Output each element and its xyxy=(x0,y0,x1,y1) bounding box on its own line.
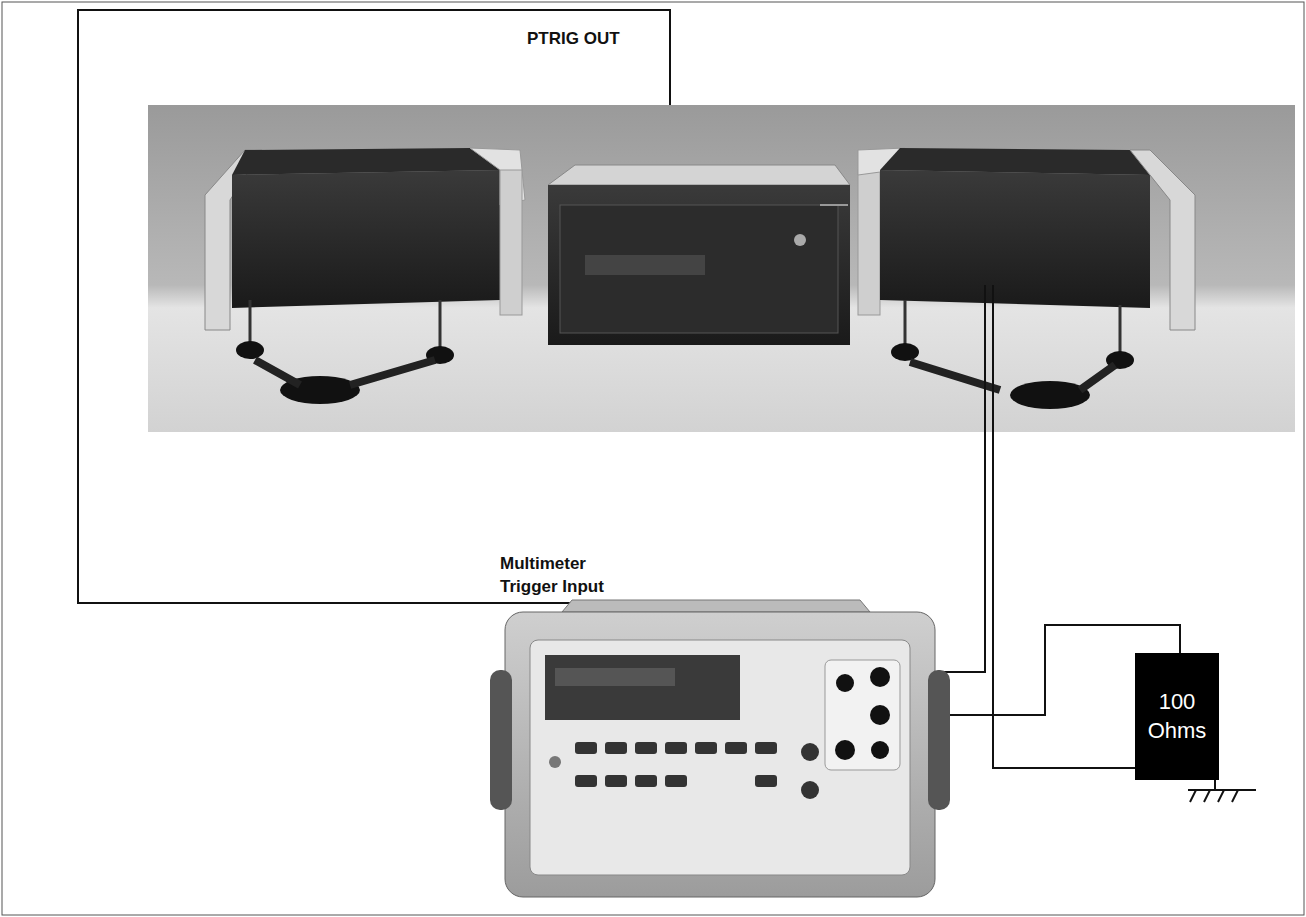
base xyxy=(910,362,1115,390)
bracket xyxy=(500,170,522,315)
foot-knob xyxy=(236,341,264,359)
bracket xyxy=(858,170,880,315)
illustration-part xyxy=(1232,790,1238,802)
display-digits xyxy=(555,668,675,686)
photo-ground xyxy=(148,105,1295,432)
meter-handle xyxy=(562,600,870,612)
housing xyxy=(232,170,500,308)
illustration-part xyxy=(575,775,597,787)
ground-symbol xyxy=(1188,790,1256,802)
cable xyxy=(820,204,848,206)
illustration-part xyxy=(1218,790,1224,802)
illustration-part xyxy=(870,667,890,687)
illustration-part xyxy=(801,743,819,761)
display xyxy=(585,255,705,275)
leg xyxy=(249,300,252,345)
illustration-part xyxy=(1204,790,1210,802)
housing-top xyxy=(232,148,500,175)
ground-wire xyxy=(1214,780,1216,790)
case-front xyxy=(548,185,850,345)
illustration-part xyxy=(635,742,657,754)
case-top xyxy=(548,165,850,185)
front-panel xyxy=(560,205,838,333)
bracket xyxy=(1130,150,1195,330)
meter-bumper xyxy=(928,670,950,810)
meter-bumper xyxy=(490,670,512,810)
meter-display xyxy=(545,655,740,720)
foot-knob xyxy=(891,343,919,361)
illustration-part xyxy=(695,742,717,754)
illustration-part xyxy=(725,742,747,754)
meter-front xyxy=(530,640,910,875)
leg xyxy=(1119,305,1122,355)
resistor-box: 100 Ohms xyxy=(1135,653,1219,780)
signal-label: PTRIG OUT xyxy=(527,28,687,51)
lamp-head xyxy=(858,148,1195,409)
illustration-part xyxy=(605,742,627,754)
meter-body xyxy=(505,612,935,897)
illustration-part xyxy=(835,740,855,760)
illustration-part xyxy=(870,705,890,725)
input-jacks xyxy=(835,667,890,760)
illustration-part xyxy=(1188,789,1256,791)
instrument-photo xyxy=(148,105,1295,432)
leg xyxy=(904,300,907,345)
lamp-head xyxy=(205,148,525,404)
illustration-part xyxy=(755,742,777,754)
controller-box xyxy=(548,165,850,345)
housing xyxy=(880,170,1150,308)
node-text: 100 Ohms xyxy=(1141,688,1213,745)
multimeter xyxy=(490,600,950,897)
illustration-part xyxy=(575,742,597,754)
illustration-part xyxy=(836,674,854,692)
illustration-part xyxy=(801,781,819,799)
illustration-part xyxy=(665,775,687,787)
illustration-part xyxy=(665,742,687,754)
signal-label: Multimeter Trigger Input xyxy=(500,553,628,599)
illustration-part xyxy=(605,775,627,787)
illustration-part xyxy=(1190,790,1196,802)
leg xyxy=(439,300,442,350)
connector xyxy=(794,234,806,246)
illustration-part xyxy=(635,775,657,787)
terminal-panel xyxy=(825,660,900,770)
illustration-part xyxy=(549,756,561,768)
housing-top xyxy=(880,148,1150,175)
illustration-part xyxy=(871,741,889,759)
foot-knob xyxy=(1010,381,1090,409)
illustration-part xyxy=(755,775,777,787)
meter-keys xyxy=(549,742,819,799)
ground-wire xyxy=(993,285,1215,768)
base xyxy=(255,360,435,385)
